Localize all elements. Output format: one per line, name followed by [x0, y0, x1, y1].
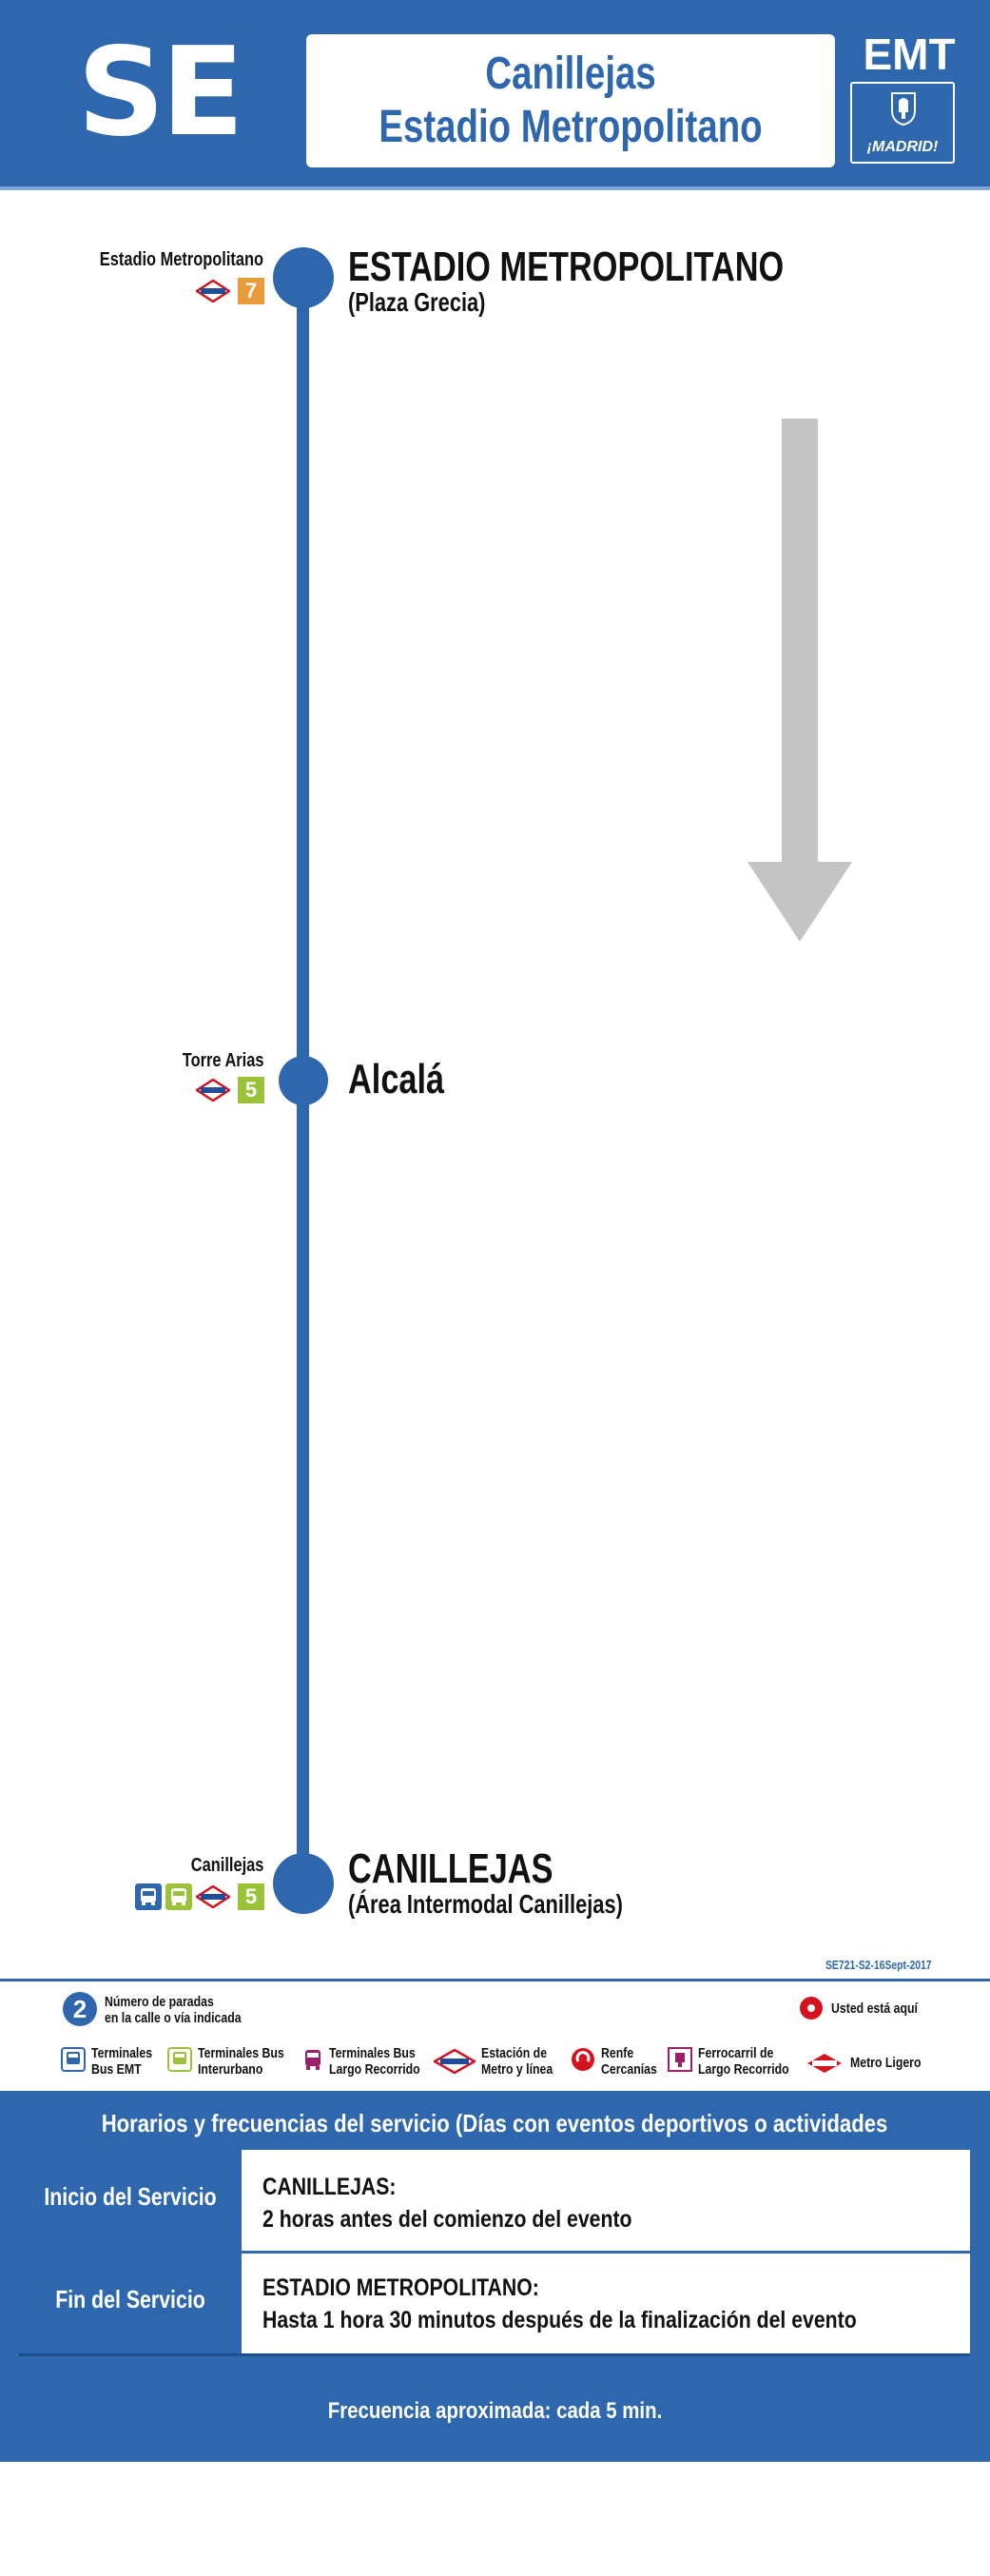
route-title-line2: Estadio Metropolitano — [379, 102, 763, 152]
stop-marker-estadio[interactable] — [273, 247, 334, 308]
document-code: SE721-S2-16Sept-2017 — [825, 1958, 932, 1972]
metro-line-badge: 7 — [238, 278, 264, 304]
metro-icon — [196, 1885, 230, 1908]
schedule-row-value-end-line1: ESTADIO METROPOLITANO: — [262, 2274, 539, 2301]
legend-item-label: Terminales Bus — [198, 2045, 284, 2061]
legend-item-label: Terminales — [91, 2045, 153, 2061]
connection-name-torre-arias: Torre Arias — [182, 1050, 263, 1071]
legend-item-label: Largo Recorrido — [698, 2061, 789, 2078]
legend-divider — [0, 1979, 990, 1981]
schedule-row-value-start-line2: 2 horas antes del comienzo del evento — [262, 2206, 632, 2233]
legend-item-label: Renfe — [601, 2045, 634, 2061]
frequency-text: Frecuencia aproximada: cada 5 min. — [327, 2398, 663, 2424]
bus-long-distance-icon — [305, 2050, 320, 2070]
schedule-row-label-start: Inicio del Servicio — [44, 2182, 217, 2211]
legend-item-label: Terminales Bus — [329, 2045, 416, 2061]
emt-logo: EMT — [863, 29, 956, 79]
legend-item-label: Metro Ligero — [850, 2055, 922, 2071]
schedule-row-label-end: Fin del Servicio — [55, 2285, 205, 2313]
stop-subtitle-canillejas: (Área Intermodal Canillejas) — [348, 1889, 623, 1919]
connection-name-canillejas: Canillejas — [190, 1855, 263, 1876]
route-title-box: Canillejas Estadio Metropolitano — [306, 34, 835, 167]
stop-marker-canillejas[interactable] — [273, 1853, 334, 1914]
madrid-shield-icon — [891, 92, 916, 126]
stop-name-estadio: ESTADIO METROPOLITANO — [348, 244, 785, 290]
legend-stops-count-line1: Número de paradas — [105, 1994, 214, 2010]
stop-subtitle-estadio: (Plaza Grecia) — [348, 287, 486, 317]
metro-icon — [434, 2049, 476, 2074]
legend-item-label: Estación de — [481, 2045, 548, 2061]
metro-ligero-icon — [807, 2054, 842, 2073]
legend-item-label: Metro y línea — [481, 2061, 553, 2078]
line-code: SE — [77, 22, 244, 164]
schedule-row-value-end-line2: Hasta 1 hora 30 minutos después de la fi… — [262, 2307, 857, 2333]
legend-stops-count-line2: en la calle o vía indicada — [105, 2010, 242, 2026]
you-are-here-icon — [800, 1997, 823, 2020]
schedule-row-divider — [19, 2353, 970, 2356]
bus-emt-icon — [61, 2047, 86, 2072]
bus-emt-icon — [135, 1883, 162, 1910]
header-banner: SE Canillejas Estadio Metropolitano EMT … — [0, 0, 990, 186]
metro-line-badge: 5 — [238, 1077, 264, 1103]
route-title-line1: Canillejas — [485, 49, 656, 99]
header-divider — [0, 186, 990, 190]
legend-item-label: Largo Recorrido — [329, 2061, 420, 2078]
stop-name-canillejas: CANILLEJAS — [348, 1845, 553, 1892]
bus-interurban-icon — [165, 1883, 192, 1910]
legend-item-label: Cercanías — [601, 2061, 657, 2078]
connection-name-estadio: Estadio Metropolitano — [99, 249, 263, 270]
stop-name-alcala: Alcalá — [348, 1056, 445, 1103]
madrid-logo-text: ¡MADRID! — [866, 139, 939, 155]
metro-icon — [196, 1079, 230, 1102]
schedule-row-divider — [19, 2251, 970, 2254]
legend-item-label: Bus EMT — [91, 2061, 142, 2078]
long-distance-rail-icon — [668, 2047, 692, 2072]
metro-icon — [196, 280, 230, 302]
stop-marker-alcala[interactable] — [279, 1056, 328, 1105]
bus-interurban-icon — [167, 2047, 192, 2072]
direction-arrow-icon — [747, 419, 852, 942]
stops-count-badge: 2 — [63, 1992, 97, 2026]
schedule-row-value-start-line1: CANILLEJAS: — [262, 2174, 397, 2200]
metro-line-badge: 5 — [238, 1883, 264, 1910]
schedule-title: Horarios y frecuencias del servicio (Día… — [101, 2109, 888, 2179]
madrid-logo: ¡MADRID! — [850, 82, 955, 164]
legend-item-label: Interurbano — [198, 2061, 263, 2078]
renfe-cercanias-icon — [572, 2048, 594, 2071]
legend-item-label: Ferrocarril de — [698, 2045, 774, 2061]
legend-you-are-here: Usted está aquí — [831, 2000, 918, 2017]
